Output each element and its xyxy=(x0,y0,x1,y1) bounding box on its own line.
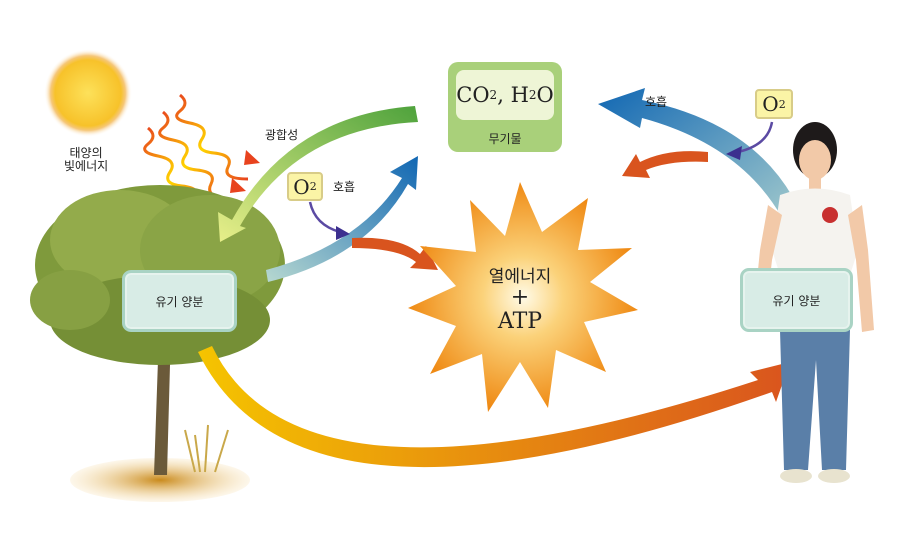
o2-subscript: 2 xyxy=(778,97,786,111)
sun-label-line1: 태양의 xyxy=(69,146,103,160)
sun-icon xyxy=(44,49,132,137)
respiration-label-left: 호흡 xyxy=(333,180,356,194)
h2o-subscript: 2 xyxy=(528,88,537,102)
energy-text: 열에너지 + ATP xyxy=(460,262,580,334)
co2-text: CO xyxy=(456,83,490,107)
heat-arrow-right xyxy=(622,151,708,178)
oxygen-arrow-left xyxy=(308,201,341,234)
h2o-o: O xyxy=(536,83,554,107)
o2-symbol: O xyxy=(762,92,779,116)
separator: , xyxy=(497,83,504,107)
organic-nutrient-box-human: 유기 양분 xyxy=(740,268,853,332)
food-transfer-arrow xyxy=(198,346,790,468)
o2-subscript: 2 xyxy=(309,180,317,193)
organic-nutrient-box-plant: 유기 양분 xyxy=(122,270,237,332)
rice-plant-icon xyxy=(184,424,229,473)
energy-burst xyxy=(408,182,638,412)
o2-symbol: O xyxy=(293,174,310,199)
h2o-h: H xyxy=(510,83,529,107)
respiration-label-right: 호흡 xyxy=(645,95,668,109)
photosynthesis-label: 광합성 xyxy=(265,128,299,142)
person-icon xyxy=(752,122,874,483)
oxygen-arrow-right xyxy=(737,121,774,154)
heat-energy-label: 열에너지 xyxy=(488,267,552,287)
co2-subscript: 2 xyxy=(489,88,498,102)
photosynthesis-arrow xyxy=(218,106,418,242)
plus-sign: + xyxy=(510,285,530,310)
heat-arrow-left xyxy=(352,237,438,270)
sun-label-line2: 빛에너지 xyxy=(64,159,109,173)
respiration-arrow-left xyxy=(266,156,418,282)
atp-label: ATP xyxy=(497,309,543,334)
inorganic-label: 무기물 xyxy=(488,132,522,146)
sun-energy-label: 태양의 빛에너지 xyxy=(64,147,108,173)
